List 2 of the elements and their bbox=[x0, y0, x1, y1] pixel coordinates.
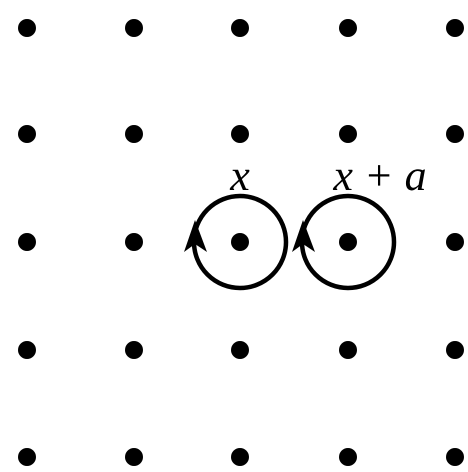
math-label: x bbox=[230, 154, 250, 198]
math-label: x + a bbox=[333, 154, 427, 198]
